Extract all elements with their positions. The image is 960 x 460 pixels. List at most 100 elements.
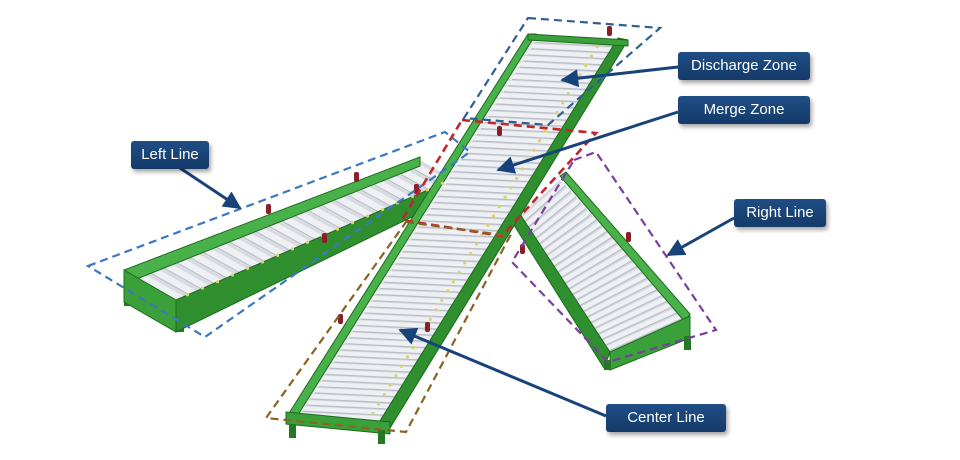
roller-shadow xyxy=(407,244,491,250)
left-line-zone-outline xyxy=(85,130,472,339)
roller-shadow xyxy=(446,183,529,189)
bolt xyxy=(425,188,430,192)
main-discharge-end xyxy=(527,33,629,47)
left-line-end xyxy=(123,269,177,333)
roller xyxy=(500,86,588,96)
roller-shadow xyxy=(496,103,579,109)
bolt xyxy=(260,260,265,264)
left-line-label: Left Line xyxy=(131,141,209,169)
roller xyxy=(546,220,604,261)
roller-shadow xyxy=(567,253,628,290)
bolt xyxy=(335,227,340,231)
roller xyxy=(197,243,252,278)
bolt xyxy=(515,176,519,180)
roller-shadow xyxy=(465,152,549,158)
roller xyxy=(465,142,554,152)
bolt xyxy=(509,186,513,190)
discharge-zone-arrow xyxy=(560,65,679,88)
roller-shadow xyxy=(563,248,623,285)
center-line-arrow xyxy=(398,327,607,418)
roller xyxy=(396,166,441,195)
right-line-rollers xyxy=(521,180,686,353)
roller xyxy=(553,232,614,273)
roller-shadow xyxy=(380,287,464,293)
center-line-label: Center Line xyxy=(606,404,726,432)
bolt xyxy=(371,411,375,415)
roller-shadow xyxy=(589,288,659,324)
roller xyxy=(307,393,396,403)
roller xyxy=(564,249,630,290)
roller xyxy=(210,238,264,272)
roller-shadow xyxy=(523,60,606,66)
roller xyxy=(396,252,485,262)
roller xyxy=(276,212,327,245)
stop-pin xyxy=(607,26,612,36)
bolt xyxy=(584,63,588,68)
roller-shadow xyxy=(531,196,577,234)
bolt xyxy=(410,194,415,198)
bolt xyxy=(275,253,280,257)
roller xyxy=(289,207,340,239)
discharge-zone-label: Discharge Zone xyxy=(678,52,810,80)
roller xyxy=(461,148,550,158)
roller-shadow xyxy=(519,66,602,72)
roller xyxy=(349,326,439,336)
roller-shadow xyxy=(322,379,406,386)
bolt xyxy=(451,280,455,284)
left-line-conveyor xyxy=(123,156,456,333)
roller-shadow xyxy=(310,398,395,404)
bolt xyxy=(382,392,386,397)
right-line-zone-outline xyxy=(510,150,718,364)
right-line-label: Right Line xyxy=(734,199,826,227)
roller-shadow xyxy=(376,293,460,300)
bolt xyxy=(290,247,295,251)
center-line-zone-outline xyxy=(264,220,512,434)
roller xyxy=(407,234,496,244)
roller xyxy=(516,62,604,72)
roller xyxy=(578,272,650,312)
roller xyxy=(512,68,600,78)
bolt xyxy=(245,266,250,271)
roller xyxy=(330,357,419,367)
roller xyxy=(430,197,519,207)
roller xyxy=(496,92,585,102)
roller xyxy=(528,191,578,233)
roller-shadow xyxy=(599,305,675,341)
roller xyxy=(488,105,577,115)
roller xyxy=(585,283,661,324)
roller xyxy=(442,178,531,188)
stop-pin xyxy=(338,314,343,324)
bolt xyxy=(463,261,467,265)
roller-shadow xyxy=(411,238,495,244)
roller-shadow xyxy=(476,134,560,140)
roller-shadow xyxy=(527,54,610,60)
roller-shadow xyxy=(473,140,556,146)
roller xyxy=(303,400,393,410)
roller-shadow xyxy=(511,78,595,85)
roller xyxy=(571,260,640,301)
roller-shadow xyxy=(353,330,437,336)
roller-shadow xyxy=(360,318,445,324)
roller-shadow xyxy=(364,312,449,318)
roller xyxy=(508,74,596,84)
roller-shadow xyxy=(422,220,506,226)
bolt xyxy=(469,251,473,256)
roller-shadow xyxy=(387,275,472,281)
roller xyxy=(539,209,593,250)
roller-shadow xyxy=(399,257,483,263)
bolt xyxy=(215,280,220,284)
bolt xyxy=(440,181,445,185)
stop-pin xyxy=(322,233,327,243)
bolt xyxy=(538,139,542,143)
roller xyxy=(450,166,538,176)
roller xyxy=(582,278,655,318)
roller xyxy=(603,312,686,352)
bolt xyxy=(400,364,404,368)
bolt xyxy=(474,242,478,246)
roller-shadow xyxy=(333,361,418,367)
bolt xyxy=(589,54,593,58)
roller xyxy=(589,289,666,329)
stop-pin xyxy=(497,126,502,136)
main-leg xyxy=(378,430,385,444)
